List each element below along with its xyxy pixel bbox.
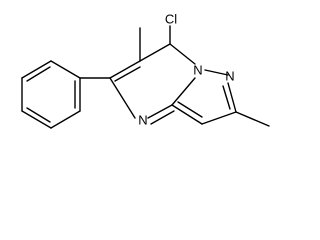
bond-n4-c3a [147, 104, 173, 119]
bond-c2-methyl [235, 111, 270, 127]
bond-c5-n4 [109, 77, 136, 119]
bridgehead-nitrogen-label: N [193, 62, 202, 77]
bond-phenyl-4 [21, 110, 52, 129]
chemical-structure: Cl N N N [21, 11, 270, 129]
atom-labels: Cl N N N [138, 11, 234, 127]
bond-c5-c6-double [114, 66, 141, 82]
bond-c3a-n1 [171, 77, 196, 106]
bond-phenyl-2 [21, 60, 52, 79]
bond-c7-n1 [169, 43, 196, 65]
bond-phenyl-double-2 [26, 107, 51, 123]
bond-c3-c3a [171, 104, 203, 125]
pyrazole-nitrogen-label: N [225, 68, 234, 83]
bond-phenyl-1 [50, 60, 81, 79]
bond-phenyl-double-1 [26, 66, 51, 82]
bond-n4-c3a-double [150, 110, 175, 125]
bond-n2-c2-double [222, 85, 231, 110]
bond-c5-c6 [109, 60, 141, 79]
bond-phenyl-5 [50, 110, 81, 129]
pyrimidine-nitrogen-label: N [138, 112, 147, 127]
chlorine-label: Cl [165, 11, 177, 26]
bonds [21, 25, 270, 129]
bond-n2-c2 [227, 82, 237, 113]
bond-c6-c7 [139, 43, 171, 62]
bond-n1-n2 [204, 69, 229, 76]
bond-c2-c3 [201, 111, 237, 125]
bond-c3-c3a-double [177, 101, 203, 118]
